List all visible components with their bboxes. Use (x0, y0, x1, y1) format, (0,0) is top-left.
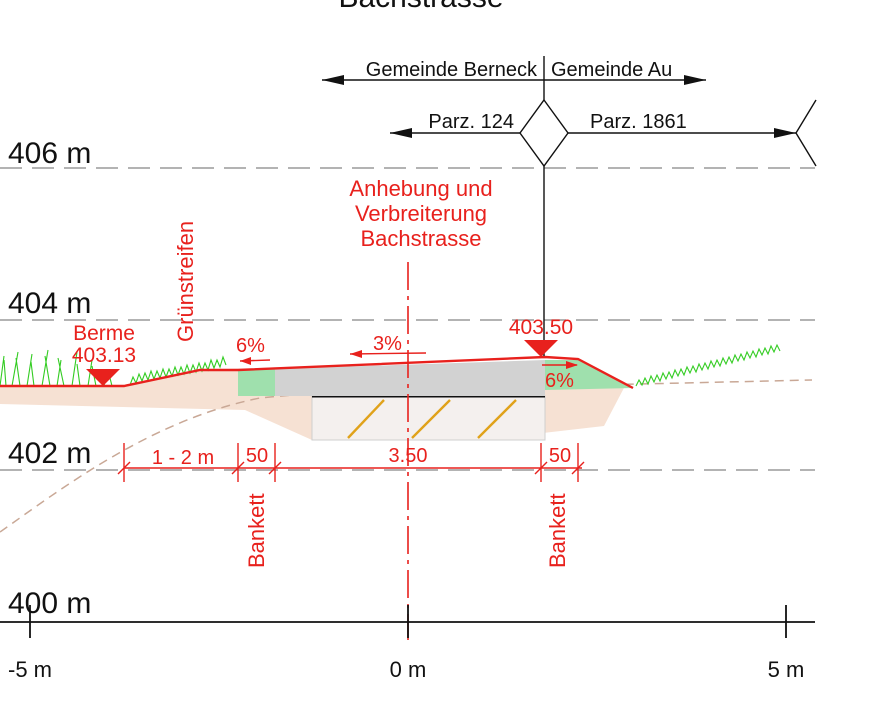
road-body (275, 360, 545, 396)
elevation-label-400: 400 m (8, 587, 91, 620)
slope-left-label: 6% (236, 335, 265, 357)
parcel-left-arrow-head (390, 128, 412, 138)
parcel-right-arrow-head (774, 128, 796, 138)
road-subbase (311, 395, 546, 441)
gruenstreifen-label: Grünstreifen (173, 221, 198, 342)
bankett-right-label: Bankett (545, 493, 570, 568)
project-label-line-1: Anhebung und (349, 176, 492, 201)
parcel-left-label: Parz. 124 (428, 111, 514, 133)
slope-left-arrow-icon (240, 357, 251, 365)
parcel-right-label: Parz. 1861 (590, 111, 687, 133)
x-axis-label-center: 0 m (390, 657, 427, 682)
slope-right-arrow-icon (566, 361, 578, 369)
grass-right (635, 343, 781, 387)
dim-bankett-left-label: 50 (246, 445, 268, 467)
elevation-label-402: 402 m (8, 437, 91, 470)
road-elevation-marker-icon (524, 340, 558, 357)
arrow-left-head (322, 75, 344, 85)
bankett-left-label: Bankett (244, 493, 269, 568)
parcel-edge-marker (795, 99, 817, 167)
design-surface-line (0, 355, 634, 390)
dim-greenstrip-label: 1 - 2 m (152, 447, 214, 469)
project-label-line-3: Bachstrasse (360, 226, 481, 251)
slope-road-label: 3% (373, 333, 402, 355)
arrow-right-head (684, 75, 706, 85)
dimension-chain (117, 443, 585, 482)
dim-bankett-right-label: 50 (549, 445, 571, 467)
road-elevation-label: 403.50 (509, 316, 573, 339)
berme-label: Berme (73, 322, 135, 345)
bankett-left-fill (238, 369, 275, 396)
municipality-left-label: Gemeinde Berneck (366, 59, 538, 81)
slope-right-label: 6% (545, 370, 574, 392)
drawing-title: Bachstrasse (338, 0, 503, 14)
elevation-gridlines (0, 167, 815, 471)
boundary-diamond-icon (519, 98, 569, 168)
project-label-line-2: Verbreiterung (355, 201, 487, 226)
elevation-label-404: 404 m (8, 287, 91, 320)
subbase-hatch (347, 399, 517, 439)
municipality-right-label: Gemeinde Au (551, 59, 672, 81)
ground-slope-line (0, 379, 813, 533)
berme-elevation-label: 403.13 (72, 344, 136, 367)
slope-road-arrow-icon (350, 350, 362, 358)
x-axis-label-right: 5 m (768, 657, 805, 682)
slope-road-arrow-line (349, 352, 427, 355)
elevation-label-406: 406 m (8, 137, 91, 170)
berme-elevation-marker-icon (86, 369, 120, 386)
x-axis-label-left: -5 m (8, 657, 52, 682)
dim-road-label: 3.50 (389, 445, 428, 467)
